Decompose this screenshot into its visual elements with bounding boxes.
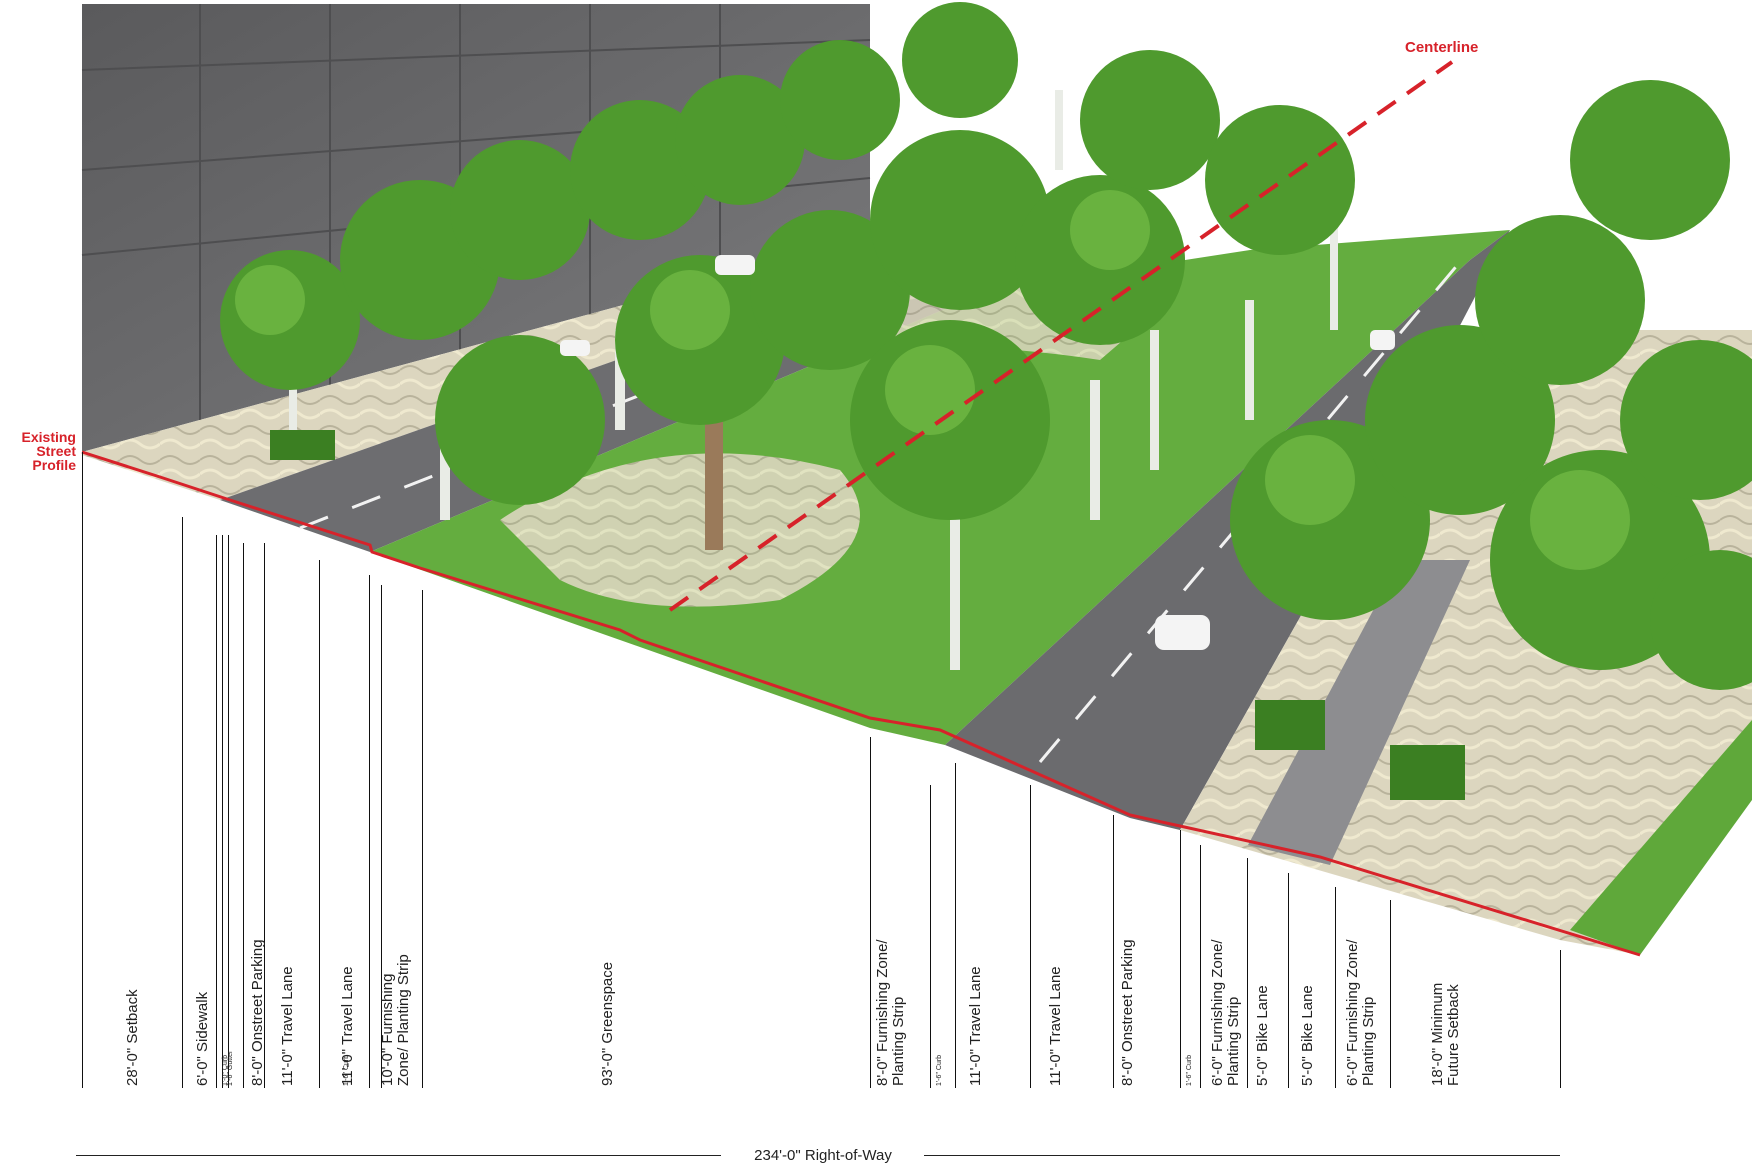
right-of-way-label: 234'-0" Right-of-Way bbox=[754, 1147, 892, 1164]
existing-street-profile-label: Existing Street Profile bbox=[21, 429, 76, 473]
centerline bbox=[668, 60, 1454, 612]
centerline-label: Centerline bbox=[1405, 39, 1479, 56]
right-roadway bbox=[945, 230, 1510, 830]
right-grass-edge bbox=[1570, 720, 1752, 955]
cars bbox=[560, 255, 1395, 650]
bike-lane bbox=[1248, 560, 1470, 865]
trees bbox=[220, 2, 1752, 800]
right-of-way-line-left bbox=[76, 1155, 721, 1156]
existing-street-profile-line bbox=[81, 450, 1641, 957]
right-of-way-line-right bbox=[924, 1155, 1560, 1156]
